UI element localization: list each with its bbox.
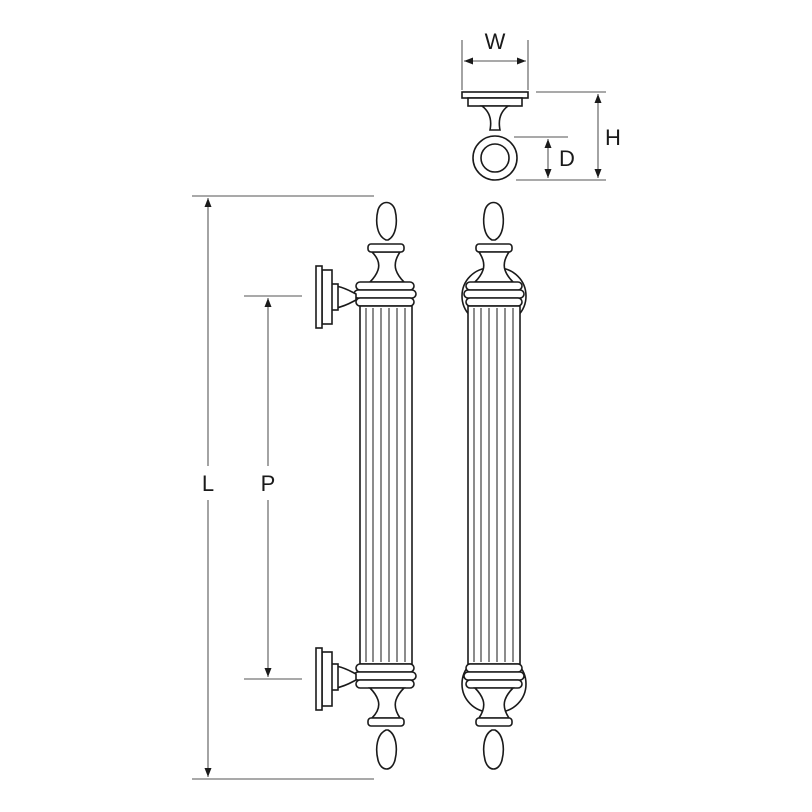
label-height: H — [605, 125, 621, 150]
side-view-handle — [315, 201, 417, 770]
front-top-collar — [473, 251, 515, 283]
label-length: L — [202, 471, 214, 496]
dimension-diameter — [514, 136, 568, 178]
detail-stem — [479, 105, 511, 131]
side-top-mount — [315, 265, 357, 329]
side-bottom-collar — [368, 687, 406, 719]
front-view-handle — [461, 201, 527, 770]
side-bottom-finial — [375, 729, 398, 770]
dimension-length — [192, 195, 374, 780]
front-fluted-shaft — [467, 305, 521, 665]
dimension-pitch — [244, 295, 302, 680]
side-top-rings — [353, 281, 417, 307]
detail-ring-inner — [480, 143, 510, 173]
front-bottom-cap — [475, 717, 513, 727]
side-top-cap — [367, 243, 405, 253]
front-top-finial — [482, 201, 505, 241]
detail-base-plate — [461, 91, 529, 99]
front-top-rings — [463, 281, 525, 307]
side-bottom-rings — [353, 663, 417, 689]
dimension-height — [516, 91, 606, 181]
side-top-finial — [375, 201, 398, 241]
dimension-width — [461, 40, 529, 90]
front-bottom-finial — [482, 729, 505, 770]
front-top-cap — [475, 243, 513, 253]
front-bottom-rings — [463, 663, 525, 689]
label-width: W — [485, 29, 506, 54]
side-bottom-cap — [367, 717, 405, 727]
mount-detail-view — [461, 91, 529, 181]
side-bottom-mount — [315, 647, 357, 711]
label-pitch: P — [261, 471, 276, 496]
side-top-collar — [368, 251, 406, 283]
side-fluted-shaft — [359, 305, 413, 665]
detail-base-step — [467, 97, 523, 107]
label-diameter: D — [559, 146, 575, 171]
